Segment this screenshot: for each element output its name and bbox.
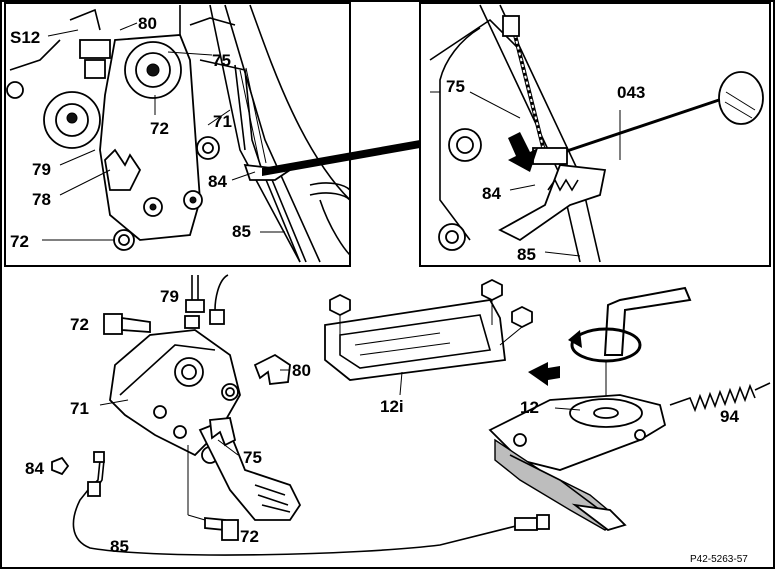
zoom-connector — [262, 140, 420, 176]
label-12: 12 — [520, 398, 539, 417]
label-71-top: 71 — [213, 112, 232, 131]
label-94: 94 — [720, 407, 739, 426]
label-s12: S12 — [10, 28, 40, 47]
label-80-top: 80 — [138, 14, 157, 33]
label-85-detail: 85 — [517, 245, 536, 264]
label-84-bottom: 84 — [25, 459, 44, 478]
label-72-top: 72 — [150, 119, 169, 138]
reference-code: P42-5263-57 — [690, 554, 748, 565]
label-79-bottom: 79 — [160, 287, 179, 306]
direction-arrow-icon — [528, 362, 560, 386]
label-78-top: 78 — [32, 190, 51, 209]
label-75-top: 75 — [212, 51, 231, 70]
push-arrow-icon — [508, 132, 538, 172]
label-84-detail: 84 — [482, 184, 501, 203]
inset-panel-right — [419, 2, 771, 267]
label-72-bottom-left: 72 — [70, 315, 89, 334]
label-72-left: 72 — [10, 232, 29, 251]
label-043: 043 — [617, 83, 645, 102]
label-72-bottom: 72 — [240, 527, 259, 546]
label-85-bottom: 85 — [110, 537, 129, 556]
label-75-bottom: 75 — [243, 448, 262, 467]
rotation-arrow-icon — [568, 330, 582, 348]
label-12i: 12i — [380, 397, 404, 416]
label-71-bottom: 71 — [70, 399, 89, 418]
inset-panel-left — [4, 2, 351, 267]
part-labels: S12 80 75 72 71 79 78 84 72 85 75 043 84… — [10, 14, 748, 565]
label-75-detail: 75 — [446, 77, 465, 96]
pedal-unit-12 — [488, 286, 771, 531]
label-79-top: 79 — [32, 160, 51, 179]
pedal-assembly — [51, 274, 521, 556]
label-80-bottom: 80 — [292, 361, 311, 380]
label-85-top: 85 — [232, 222, 251, 241]
plate-12i — [324, 278, 560, 396]
label-84-top: 84 — [208, 172, 227, 191]
